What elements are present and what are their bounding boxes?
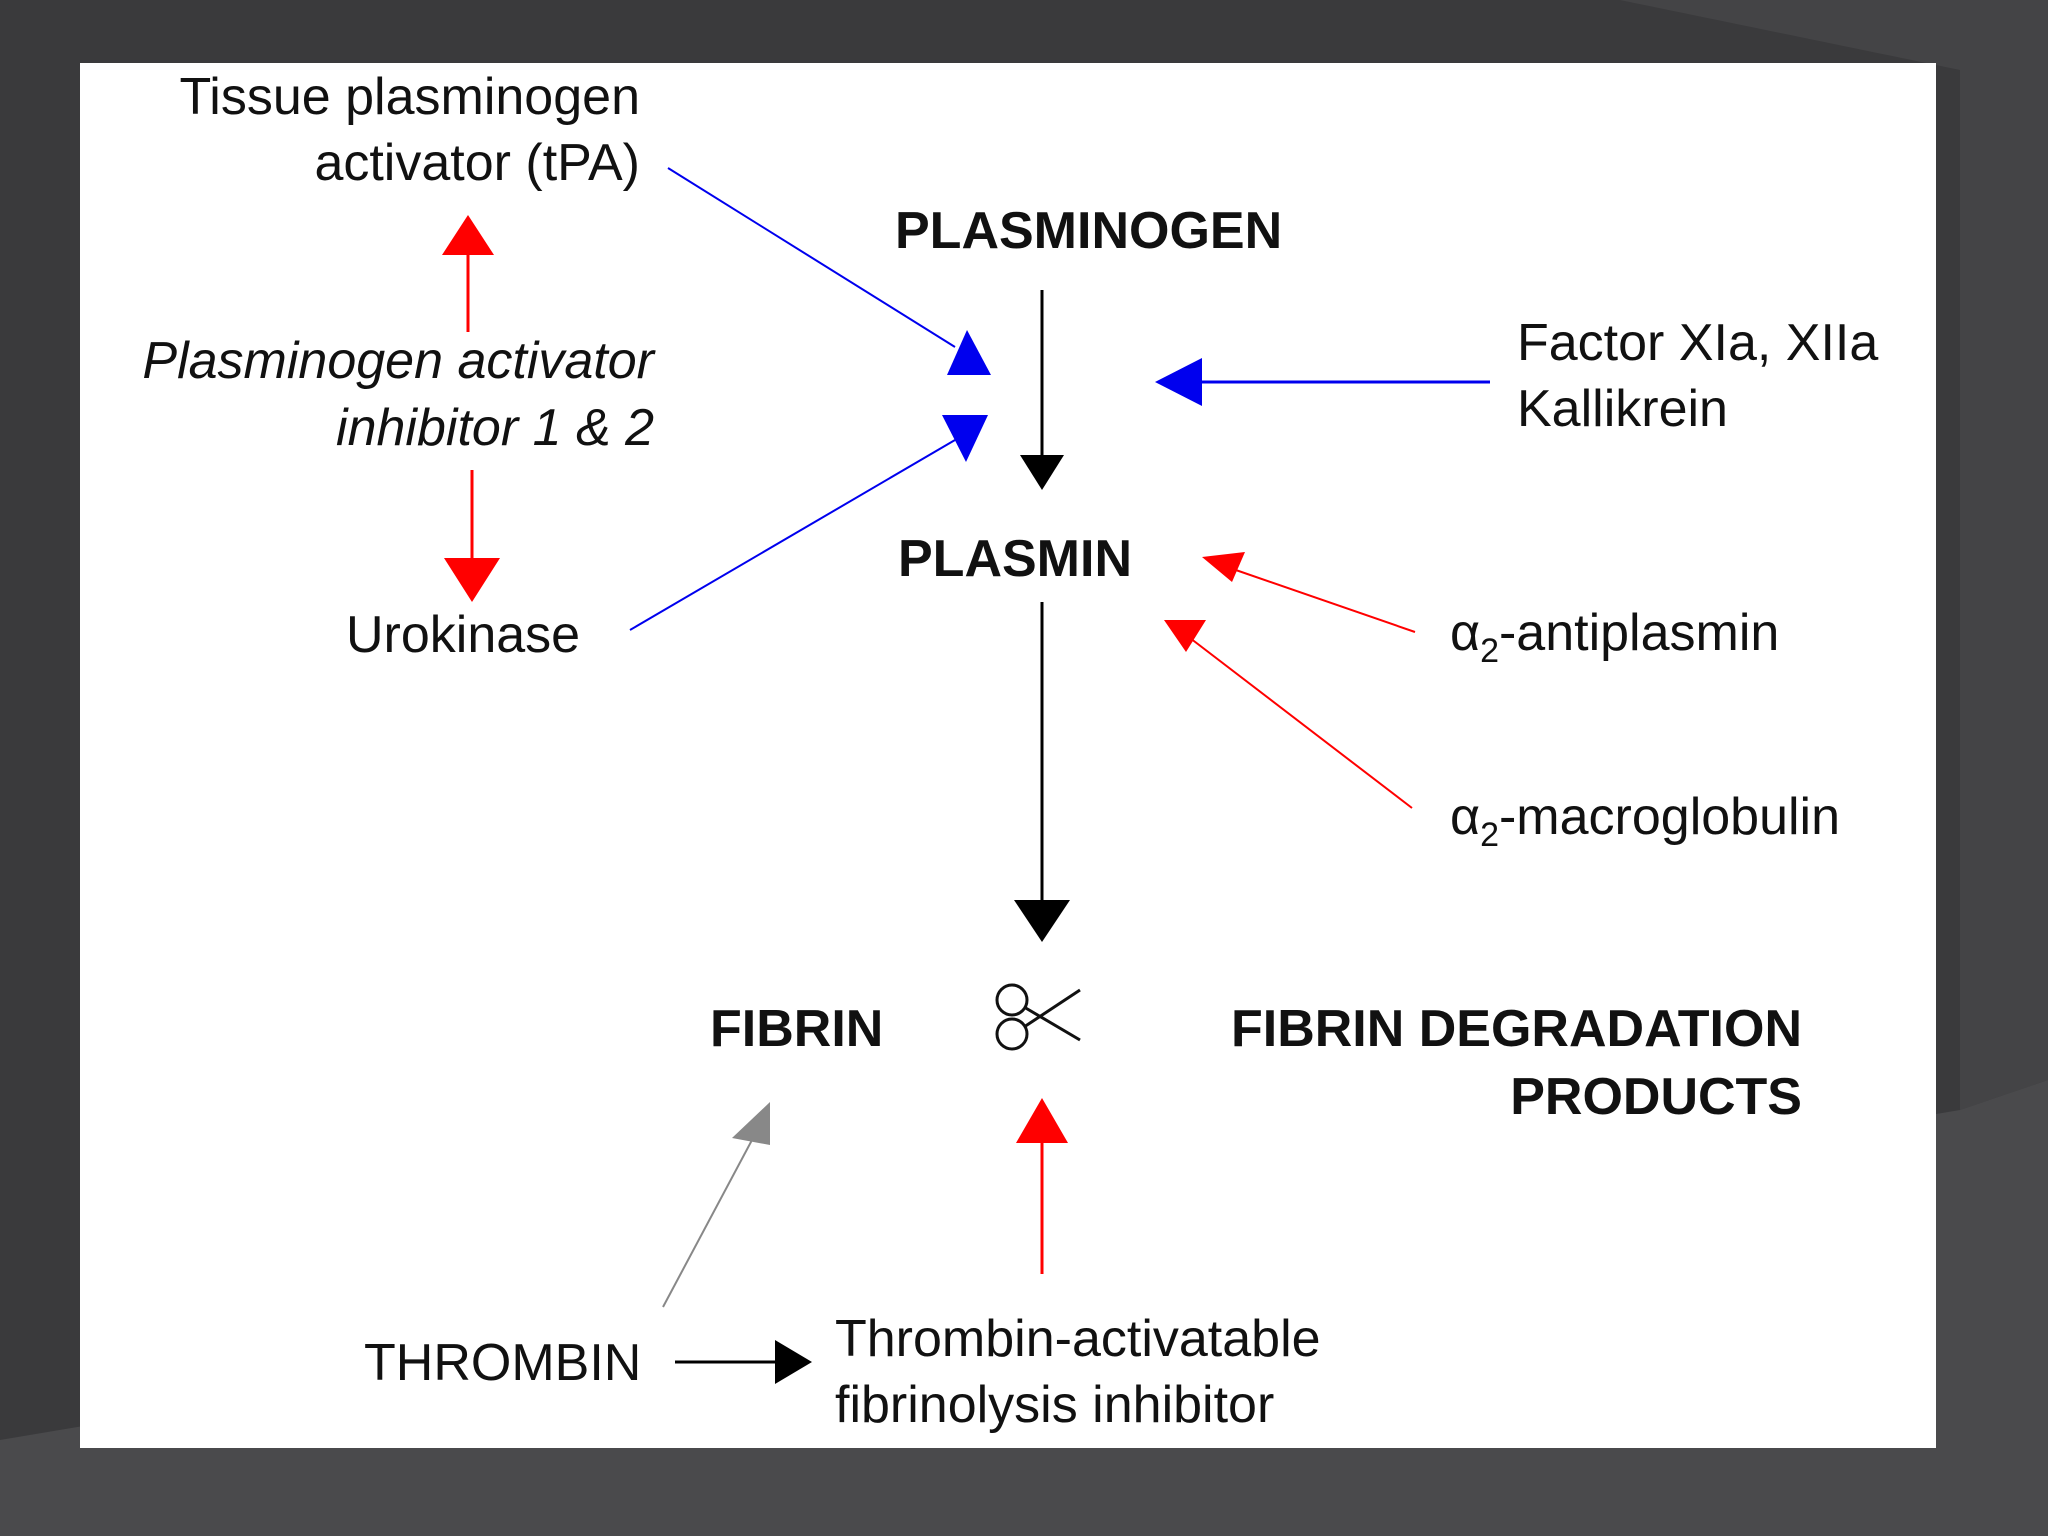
macroglobulin-name: -macroglobulin xyxy=(1498,788,1841,846)
tafi-label-line2: fibrinolysis inhibitor xyxy=(835,1376,1275,1434)
diagram-panel xyxy=(80,63,1936,1448)
thrombin-label: THROMBIN xyxy=(364,1334,642,1392)
fdp-label-line1: FIBRIN DEGRADATION xyxy=(1230,1000,1802,1058)
fdp-label-line2: PRODUCTS xyxy=(1510,1068,1802,1126)
urokinase-label: Urokinase xyxy=(346,606,581,664)
subscript-2: 2 xyxy=(1480,816,1499,854)
macroglobulin-label: α2-macroglobulin xyxy=(1450,784,1840,856)
antiplasmin-name: -antiplasmin xyxy=(1498,604,1780,662)
factor-label-line2: Kallikrein xyxy=(1517,380,1728,438)
urokinase-activation-arrow xyxy=(629,439,956,631)
alpha-symbol: α xyxy=(1450,604,1481,662)
scissors-icon xyxy=(995,983,1081,1051)
pai-label-line1: Plasminogen activator xyxy=(142,332,654,390)
plasminogen-label: PLASMINOGEN xyxy=(895,202,1283,260)
antiplasmin-inhibits-plasmin-arrow xyxy=(1229,567,1416,633)
macroglobulin-inhibits-plasmin-arrow xyxy=(1189,637,1413,809)
pai-label-line2: inhibitor 1 & 2 xyxy=(336,399,654,457)
tpa-activation-arrow xyxy=(667,167,956,348)
antiplasmin-label: α2-antiplasmin xyxy=(1450,600,1779,672)
tafi-label-line1: Thrombin-activatable xyxy=(835,1310,1321,1368)
tpa-label-line2: activator (tPA) xyxy=(314,134,640,192)
subscript-2: 2 xyxy=(1480,632,1499,670)
thrombin-to-fibrin-arrow xyxy=(662,1139,753,1308)
tpa-label-line1: Tissue plasminogen xyxy=(179,68,640,126)
fibrin-label: FIBRIN xyxy=(710,1000,884,1058)
plasmin-label: PLASMIN xyxy=(898,530,1132,588)
factor-label-line1: Factor XIa, XIIa xyxy=(1517,314,1879,372)
alpha-symbol: α xyxy=(1450,788,1481,846)
